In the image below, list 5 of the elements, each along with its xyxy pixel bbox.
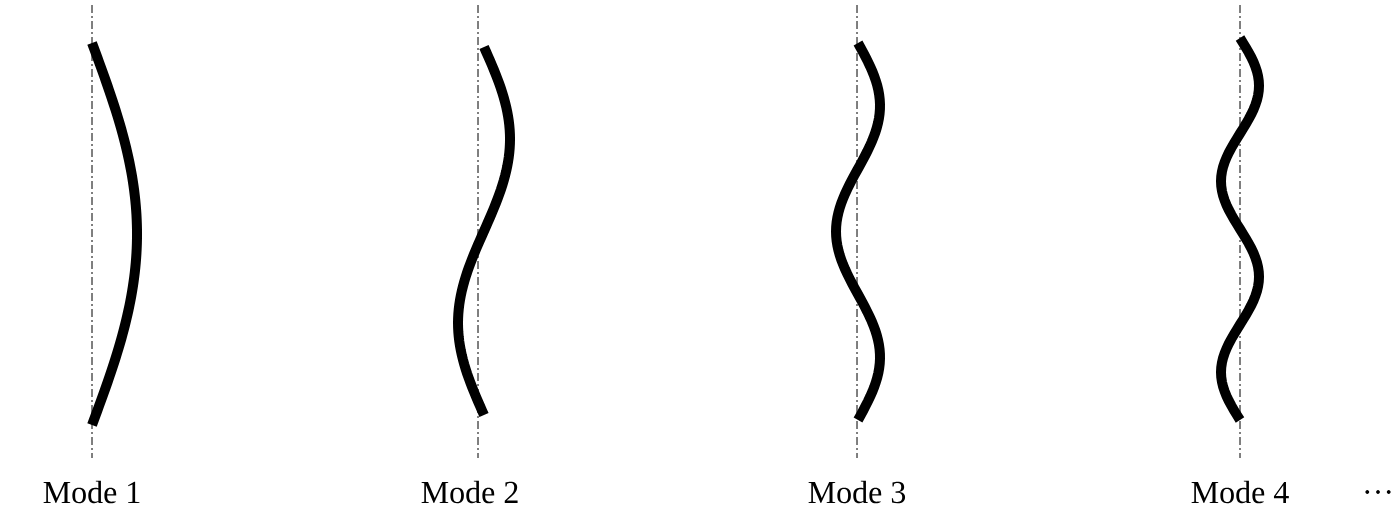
mode-label: Mode 2 [421,480,518,504]
mode-label: Mode 3 [808,480,906,504]
mode-label: Mode 4 [1191,480,1289,504]
mode-label: Mode 1 [43,480,140,504]
ellipsis: … [1365,490,1391,494]
